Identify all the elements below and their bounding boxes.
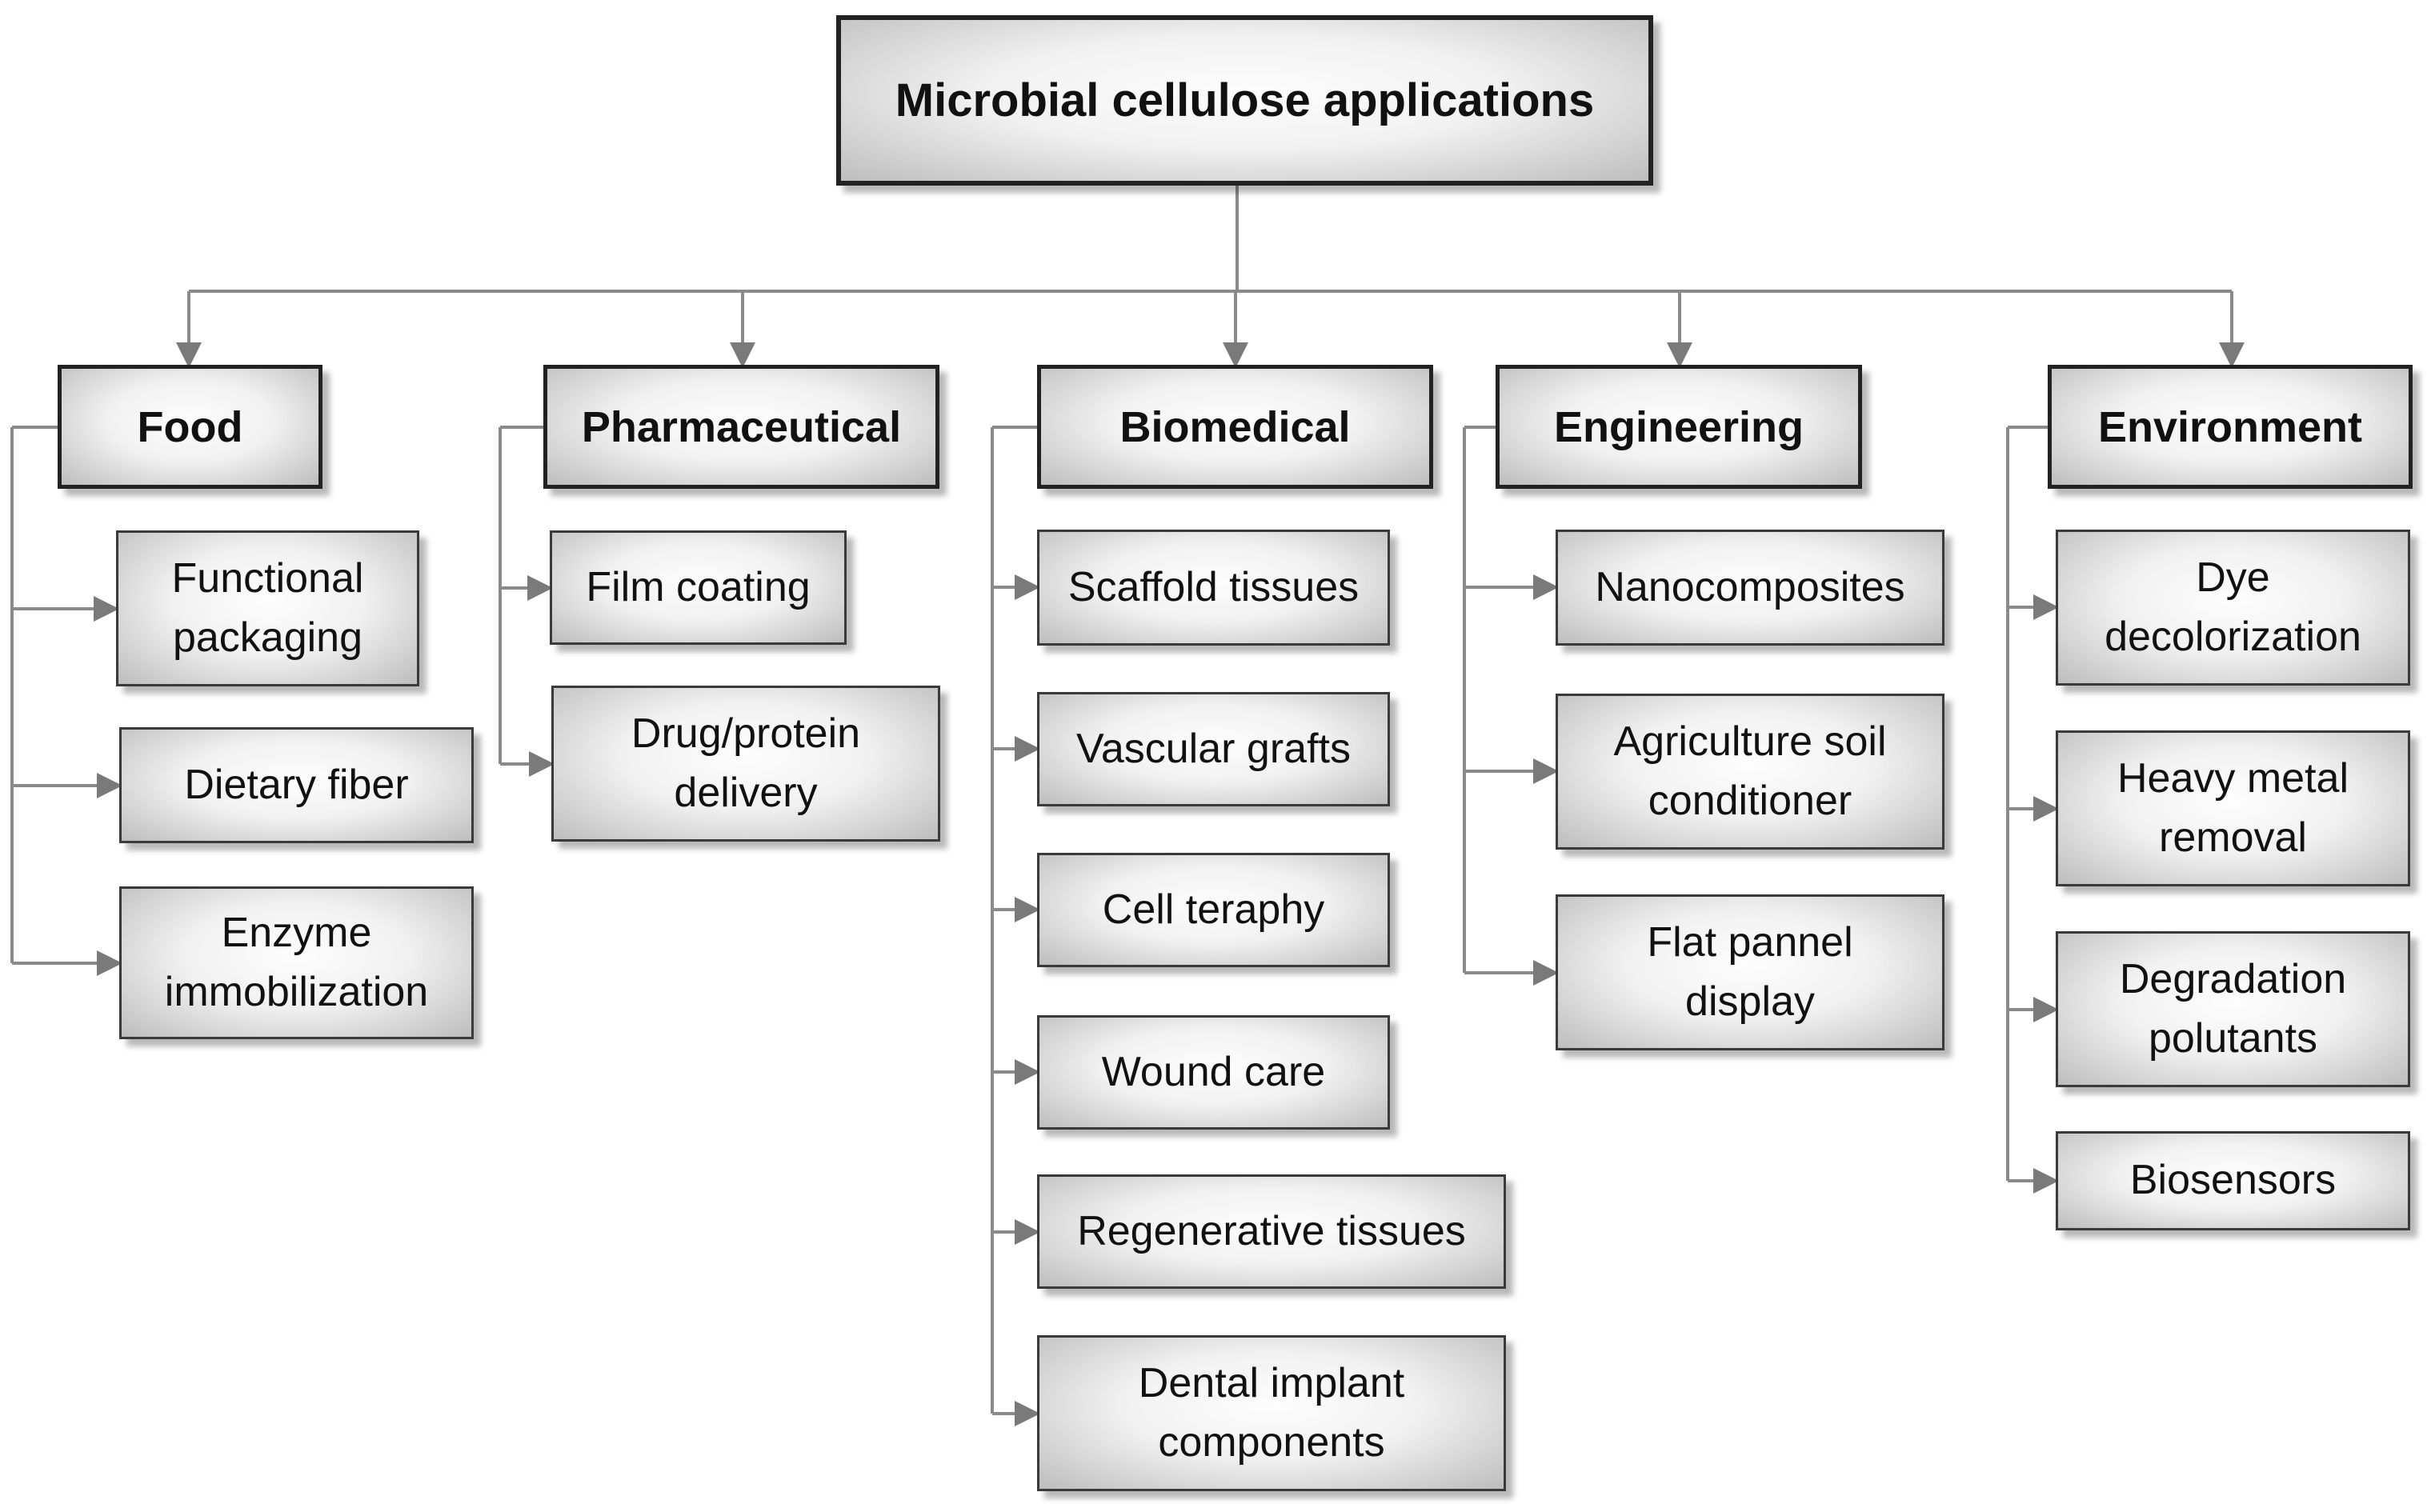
leaf-node: Regenerative tissues bbox=[1037, 1174, 1506, 1289]
leaf-node: Degradation polutants bbox=[2056, 931, 2410, 1087]
category-engineering: Engineering bbox=[1496, 365, 1862, 489]
leaf-label: Nanocomposites bbox=[1595, 563, 1905, 610]
leaf-node: Dental implant components bbox=[1037, 1335, 1506, 1491]
category-pharmaceutical: Pharmaceutical bbox=[543, 365, 939, 489]
leaf-label: Cell teraphy bbox=[1102, 886, 1325, 933]
category-label: Engineering bbox=[1553, 402, 1804, 451]
root-label: Microbial cellulose applications bbox=[895, 74, 1595, 126]
leaf-node: Heavy metal removal bbox=[2056, 730, 2410, 886]
leaf-label: Functional packaging bbox=[171, 554, 364, 661]
leaf-node: Nanocomposites bbox=[1556, 530, 1944, 646]
leaf-node: Cell teraphy bbox=[1037, 853, 1390, 967]
leaf-label: Biosensors bbox=[2129, 1157, 2337, 1204]
leaf-label: Regenerative tissues bbox=[1077, 1207, 1466, 1254]
category-label: Food bbox=[137, 402, 243, 451]
leaf-node: Dietary fiber bbox=[119, 727, 474, 843]
leaf-label: Dietary fiber bbox=[184, 761, 409, 808]
leaf-node: Vascular grafts bbox=[1037, 692, 1390, 806]
leaf-node: Enzyme immobilization bbox=[119, 886, 474, 1039]
leaf-node: Film coating bbox=[550, 530, 847, 645]
category-food: Food bbox=[58, 365, 322, 489]
category-environment: Environment bbox=[2048, 365, 2413, 489]
leaf-label: Flat pannel display bbox=[1647, 918, 1853, 1025]
leaf-node: Agriculture soil conditioner bbox=[1556, 694, 1944, 850]
leaf-label: Agriculture soil conditioner bbox=[1613, 718, 1887, 824]
leaf-label: Vascular grafts bbox=[1076, 725, 1351, 772]
category-label: Biomedical bbox=[1119, 402, 1351, 451]
leaf-label: Scaffold tissues bbox=[1067, 563, 1360, 610]
leaf-label: Degradation polutants bbox=[2119, 955, 2347, 1062]
leaf-node: Flat pannel display bbox=[1556, 894, 1944, 1050]
leaf-label: Dental implant components bbox=[1138, 1359, 1405, 1466]
leaf-node: Drug/protein delivery bbox=[551, 686, 940, 842]
root-node: Microbial cellulose applications bbox=[836, 15, 1653, 186]
leaf-node: Biosensors bbox=[2056, 1131, 2410, 1230]
category-biomedical: Biomedical bbox=[1037, 365, 1433, 489]
leaf-label: Enzyme immobilization bbox=[164, 909, 429, 1015]
leaf-node: Scaffold tissues bbox=[1037, 530, 1390, 646]
category-label: Environment bbox=[2097, 402, 2363, 451]
leaf-label: Drug/protein delivery bbox=[631, 710, 861, 816]
leaf-node: Wound care bbox=[1037, 1015, 1390, 1130]
leaf-node: Functional packaging bbox=[116, 530, 419, 686]
leaf-label: Film coating bbox=[586, 563, 811, 610]
leaf-label: Wound care bbox=[1101, 1048, 1326, 1095]
leaf-node: Dye decolorization bbox=[2056, 530, 2410, 686]
leaf-label: Dye decolorization bbox=[2105, 554, 2361, 660]
leaf-label: Heavy metal removal bbox=[2117, 754, 2349, 861]
category-label: Pharmaceutical bbox=[581, 402, 902, 451]
